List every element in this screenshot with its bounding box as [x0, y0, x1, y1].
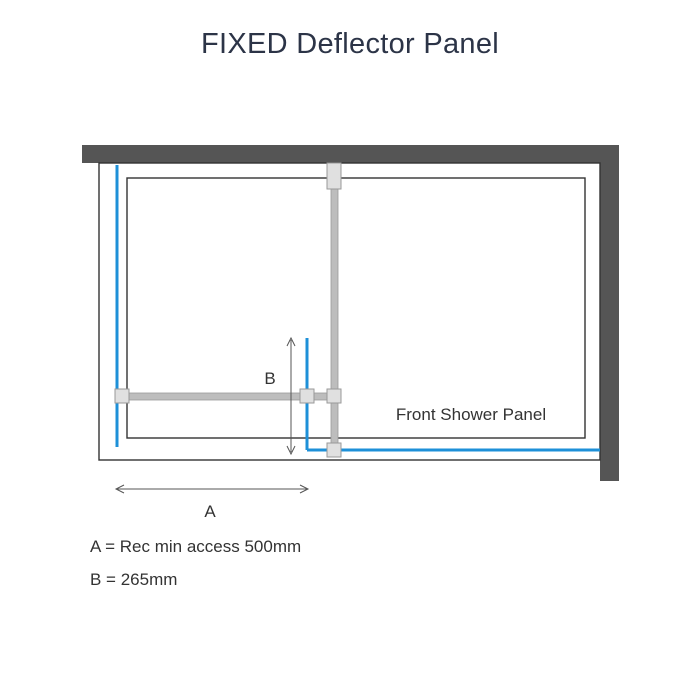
tray-outer — [98, 162, 601, 461]
dimension-b-arrow-top — [286, 336, 296, 347]
tray-inner — [126, 177, 586, 439]
dimension-b-label: B — [264, 369, 275, 388]
wall-top — [82, 145, 619, 163]
bracket-junction — [326, 388, 342, 404]
bracket-deflector — [299, 388, 315, 404]
dimension-a-arrow-right — [299, 484, 310, 494]
bracket-left-wall — [114, 388, 130, 404]
front-shower-panel-label: Front Shower Panel — [396, 405, 546, 424]
legend-b: B = 265mm — [90, 570, 178, 589]
dimension-a-label: A — [204, 502, 216, 521]
dimension-b-arrow-bottom — [286, 445, 296, 456]
dimension-a: A — [114, 484, 310, 521]
diagram-title: FIXED Deflector Panel — [200, 28, 500, 60]
bracket-bottom — [326, 442, 342, 458]
dimension-a-arrow-left — [114, 484, 125, 494]
brackets — [114, 162, 342, 458]
legend-a: A = Rec min access 500mm — [90, 537, 302, 556]
vertical-support-bar — [330, 177, 339, 455]
dimension-b: B — [264, 336, 296, 456]
wall — [82, 145, 619, 481]
bracket-top — [326, 162, 342, 190]
wall-right — [600, 145, 619, 481]
